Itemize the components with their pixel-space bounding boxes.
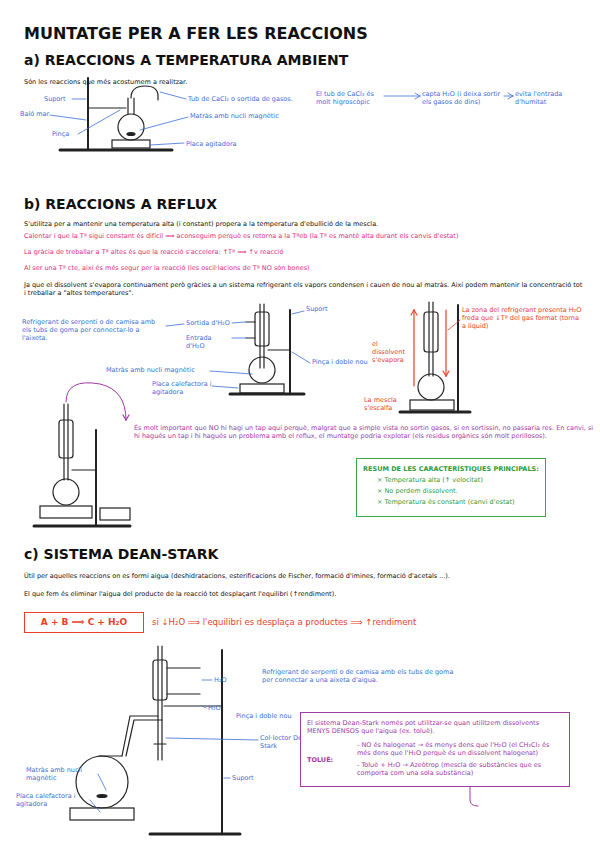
box-text: El sistema Dean-Stark només pot utilitza… — [307, 719, 563, 735]
note-label: Placa calefactora i agitadora — [152, 380, 212, 396]
ambient-setup — [50, 78, 513, 150]
note-label: La gràcia de treballar a Tª altes és que… — [24, 248, 584, 256]
note-label: S'utilitza per a mantenir una temperatur… — [24, 220, 584, 228]
note-label: Suport — [232, 774, 262, 782]
note-label: La zona del refrigerant presenta H₂O fre… — [462, 306, 584, 330]
note-label: Suport — [44, 95, 72, 103]
note-label: Placa agitadora — [186, 140, 276, 148]
note-label: Són les reaccions que més acostumem a re… — [24, 78, 324, 86]
section-heading: a) REACCIONS A TEMPERATURA AMBIENT — [24, 52, 444, 70]
note-label: Calentar i que la Tª sigui constant és d… — [24, 232, 584, 240]
note-label: Tub de CaCl₂ o sortida de gasos. — [188, 95, 318, 103]
note-label: El que fem és eliminar l'aigua del produ… — [24, 590, 584, 598]
box-text: - NO és halogenat → és menys dens que l'… — [357, 741, 563, 757]
note-label: Ja que el dissolvent s'evapora continuam… — [24, 281, 584, 297]
box-text: RESUM DE LES CARACTERÍSTIQUES PRINCIPALS… — [363, 465, 539, 473]
box-text: TOLUÈ: — [307, 756, 345, 764]
note-box: El sistema Dean-Stark només pot utilitza… — [300, 712, 570, 787]
note-label: evita l'entrada d'humitat — [515, 90, 585, 106]
equation-box: A + B ⟹ C + H₂O — [24, 612, 144, 633]
box-text: - Toluè + H₂O → Azeòtrop (mescla de subs… — [357, 761, 563, 777]
note-label: capta H₂O (i deixa sortir els gasos de d… — [422, 90, 504, 106]
box-list: - NO és halogenat → és menys dens que l'… — [345, 741, 563, 780]
note-label: Suport — [306, 305, 336, 313]
note-label: si ↓H₂O ⟹ l'equilibri es desplaça a prod… — [152, 617, 572, 628]
note-label: H₂O — [214, 676, 238, 684]
section-heading: c) SISTEMA DEAN-STARK — [24, 546, 324, 564]
note-label: Pinça — [52, 130, 78, 138]
note-label: Entrada d'H₂O — [186, 334, 232, 350]
note-label: Útil per aquelles reaccions on es formi … — [24, 572, 584, 580]
note-label: Refrigerant de serpentí o de camisa amb … — [262, 668, 462, 684]
note-label: És molt important que NO hi hagi un tap … — [134, 424, 594, 440]
note-label: La mescla s'escalfa — [364, 396, 408, 412]
note-label: Matràs amb nucli magnètic — [106, 366, 210, 374]
box-text: × Temperatura alta (↑ velocitat) — [363, 476, 539, 484]
summary-box: RESUM DE LES CARACTERÍSTIQUES PRINCIPALS… — [356, 458, 546, 517]
section-heading: b) REACCIONS A REFLUX — [24, 196, 324, 214]
reflux-explained — [400, 302, 470, 412]
box-text: × No perdem dissolvent. — [363, 487, 539, 495]
note-label: Matràs amb nucli magnètic — [26, 766, 98, 782]
note-label: Placa calefactora i agitadora — [16, 792, 90, 808]
page-title: MUNTATGE PER A FER LES REACCIONS — [24, 24, 444, 44]
box-text: A + B ⟹ C + H₂O — [29, 617, 139, 628]
note-label: Refrigerant de serpentí o de camisa amb … — [22, 318, 166, 342]
note-label: Sortida d'H₂O — [186, 319, 232, 327]
note-label: Al ser una Tª cte, així és més segur per… — [24, 264, 584, 272]
note-label: H₂O — [208, 704, 232, 712]
box-text: × Temperatura és constant (canvi d'estat… — [363, 498, 539, 506]
note-label: Pinça i doble nou — [236, 712, 296, 720]
reflux-open-top — [34, 383, 130, 526]
note-label: Baló mar — [20, 110, 50, 118]
box-row: TOLUÈ: - NO és halogenat → és menys dens … — [307, 741, 563, 780]
note-label: Matràs amb nucli magnètic — [190, 112, 300, 120]
note-label: El tub de CaCl₂ és molt higroscòpic — [316, 90, 384, 106]
note-label: el dissolvent s'evapora — [372, 340, 410, 364]
